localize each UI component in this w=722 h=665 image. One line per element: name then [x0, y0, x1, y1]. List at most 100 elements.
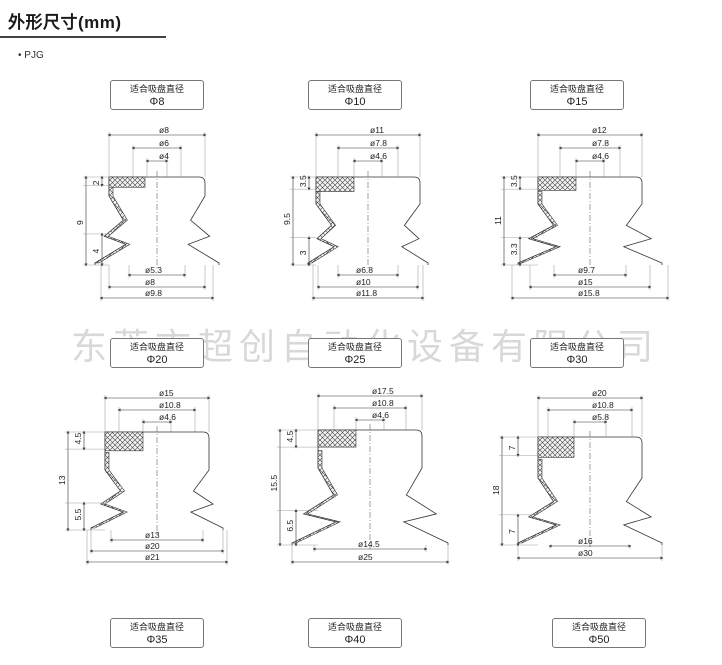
dimension-label: ø4 [159, 151, 169, 161]
cup-size-text: Φ35 [146, 634, 168, 646]
dimension-label: ø15.8 [578, 288, 600, 298]
dimension-label: ø7.8 [592, 138, 609, 148]
dimension-label: 6.5 [285, 520, 295, 532]
cup-outline [370, 429, 449, 545]
dimension-label: ø25 [358, 552, 373, 562]
cup-size-text: Φ10 [344, 96, 366, 108]
dimension-label: ø11 [370, 125, 384, 135]
dimension-label: ø5.3 [145, 265, 162, 275]
series-label: • PJG [18, 50, 44, 61]
dimension-label: ø6 [159, 138, 169, 148]
dimension-label: ø8 [159, 125, 169, 135]
hatched-section [315, 176, 355, 192]
dimension-label: 4.5 [285, 430, 295, 442]
cup-label-box-15: 适合吸盘直径 Φ15 [530, 80, 624, 110]
hatched-section [317, 429, 357, 448]
hatched-section [537, 436, 575, 458]
cup-outline [590, 176, 663, 265]
dimension-label: ø8 [145, 277, 155, 287]
dimension-label: ø13 [145, 530, 160, 540]
dimension-label: ø20 [145, 541, 160, 551]
dimension-label: ø7.8 [370, 138, 387, 148]
cup-label-text: 适合吸盘直径 [549, 84, 604, 94]
dimension-label: ø10.8 [159, 400, 181, 410]
cup-drawing: ø17.5 ø10.8 ø4.6 ø14.5 ø25 4.5 15.5 6.5 [269, 386, 450, 565]
hatched-bellows [517, 458, 562, 544]
cup-label-box-30: 适合吸盘直径 Φ30 [530, 338, 624, 368]
cup-size-text: Φ50 [588, 634, 610, 646]
dimension-label: 7 [507, 445, 517, 450]
hatched-bellows [517, 191, 562, 264]
dimension-label: 4.5 [73, 432, 83, 444]
cup-label-text: 适合吸盘直径 [327, 84, 382, 94]
dimension-label: ø14.5 [358, 539, 380, 549]
cup-label-box-25: 适合吸盘直径 Φ25 [308, 338, 402, 368]
dimension-label: 5.5 [73, 508, 83, 520]
cup-outline [157, 431, 224, 530]
dimension-label: ø12 [592, 125, 607, 135]
dimension-label: ø9.8 [145, 288, 162, 298]
hatched-bellows [306, 191, 339, 264]
dimension-label: 18 [491, 485, 501, 495]
dimension-label: 13 [57, 475, 67, 485]
cup-label-box-20: 适合吸盘直径 Φ20 [110, 338, 204, 368]
dimension-label: ø4.6 [372, 410, 389, 420]
dimension-label: ø4.6 [370, 151, 387, 161]
page-title: 外形尺寸(mm) [8, 13, 122, 32]
dimension-label: ø16 [578, 536, 593, 546]
cup-size-text: Φ30 [566, 354, 588, 366]
hatched-bellows [90, 452, 128, 529]
hatched-section [104, 431, 144, 452]
cup-size-text: Φ20 [146, 354, 168, 366]
cup-label-text: 适合吸盘直径 [129, 342, 184, 352]
dimension-label: 3.5 [509, 175, 519, 187]
cup-label-box-40: 适合吸盘直径 Φ40 [308, 618, 402, 648]
hatched-bellows [93, 186, 131, 264]
dimension-label: ø4.6 [159, 412, 176, 422]
dimension-label: ø15 [578, 277, 593, 287]
cup-label-text: 适合吸盘直径 [129, 622, 184, 632]
dimension-label: 15.5 [269, 475, 279, 492]
cup-label-text: 适合吸盘直径 [129, 84, 184, 94]
hatched-section [537, 176, 577, 191]
cup-label-text: 适合吸盘直径 [571, 622, 626, 632]
cup-size-text: Φ40 [344, 634, 366, 646]
dimension-label: 2 [91, 180, 101, 185]
cup-label-box-35: 适合吸盘直径 Φ35 [110, 618, 204, 648]
dimension-label: 4 [91, 248, 101, 253]
dimension-label: ø6.8 [356, 265, 373, 275]
dimension-label: ø15 [159, 388, 174, 398]
dimension-label: 3 [298, 250, 308, 255]
dimension-label: 7 [507, 529, 517, 534]
dimension-label: 3.5 [298, 175, 308, 187]
cup-size-text: Φ25 [344, 354, 366, 366]
cup-label-box-8: 适合吸盘直径 Φ8 [110, 80, 204, 110]
dimension-label: ø9.7 [578, 265, 595, 275]
dimension-label: 9 [75, 220, 85, 225]
cup-label-box-50: 适合吸盘直径 Φ50 [552, 618, 646, 648]
dimension-label: 11 [493, 216, 503, 225]
dimension-label: ø11.8 [356, 288, 377, 298]
cup-label-text: 适合吸盘直径 [327, 342, 382, 352]
title-underline [0, 36, 166, 38]
dimension-label: ø5.8 [592, 412, 609, 422]
dimension-label: ø21 [145, 552, 160, 562]
cup-label-box-10: 适合吸盘直径 Φ10 [308, 80, 402, 110]
dimension-label: ø4.6 [592, 151, 609, 161]
cup-size-text: Φ15 [566, 96, 588, 108]
dimension-label: ø17.5 [372, 386, 394, 396]
cup-outline [368, 176, 429, 265]
hatched-section [108, 176, 146, 188]
dimension-label: ø10 [356, 277, 371, 287]
cup-label-text: 适合吸盘直径 [549, 342, 604, 352]
dimension-label: ø20 [592, 388, 607, 398]
dimension-label: ø30 [578, 548, 593, 558]
dimension-label: ø10.8 [372, 398, 394, 408]
cup-outline [157, 176, 220, 265]
hatched-bellows [291, 450, 342, 544]
